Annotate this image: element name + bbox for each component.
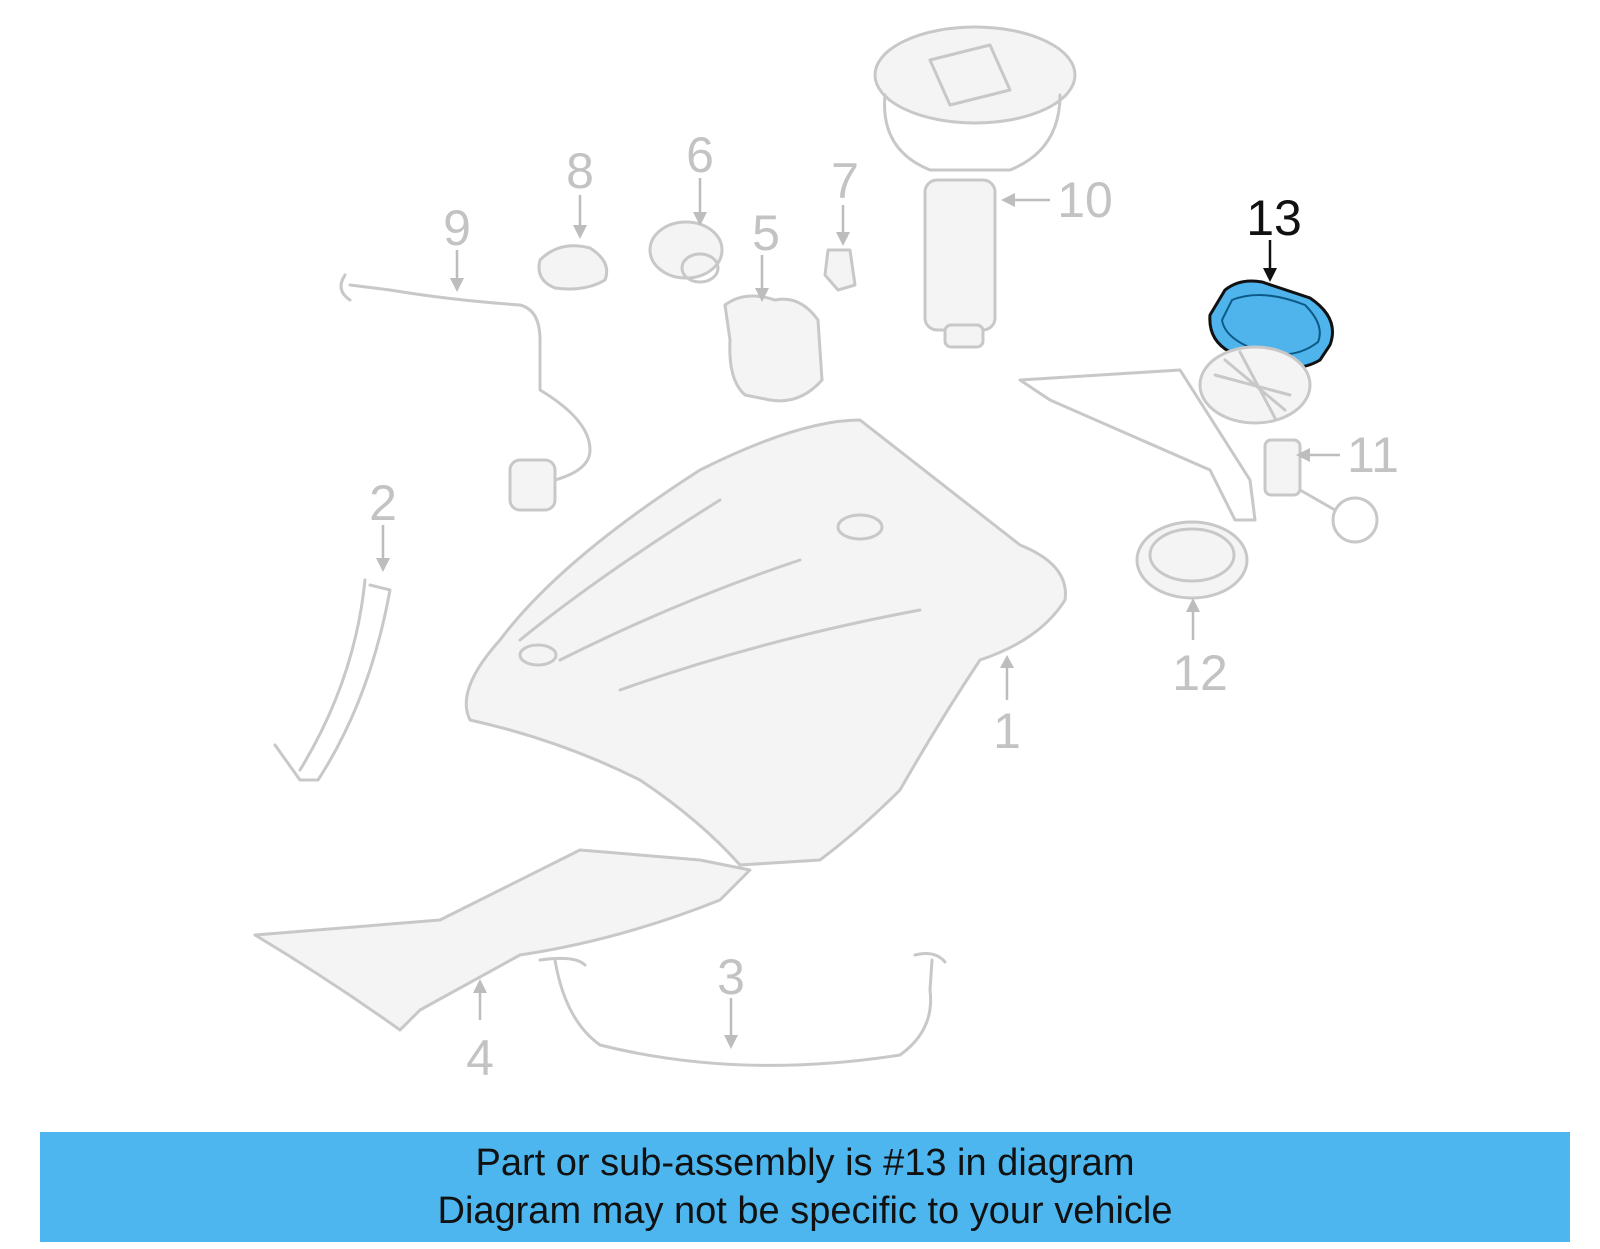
svg-text:6: 6 bbox=[686, 127, 714, 183]
callout-1: 1 bbox=[993, 655, 1021, 759]
part-8-cap bbox=[537, 244, 609, 291]
info-banner: Part or sub-assembly is #13 in diagram D… bbox=[40, 1132, 1570, 1242]
svg-text:4: 4 bbox=[466, 1030, 494, 1086]
callout-8: 8 bbox=[566, 143, 594, 239]
callout-12: 12 bbox=[1172, 598, 1228, 701]
svg-text:9: 9 bbox=[443, 200, 471, 256]
part-7-clip bbox=[823, 248, 857, 292]
banner-line-1: Part or sub-assembly is #13 in diagram bbox=[475, 1142, 1135, 1184]
part-3-strap bbox=[538, 952, 947, 1067]
svg-text:13: 13 bbox=[1246, 190, 1302, 246]
svg-text:2: 2 bbox=[369, 475, 397, 531]
svg-text:10: 10 bbox=[1057, 172, 1113, 228]
part-4-heat-shield bbox=[253, 848, 752, 1032]
part-13-gasket bbox=[1208, 279, 1334, 370]
svg-text:7: 7 bbox=[831, 153, 859, 209]
svg-text:1: 1 bbox=[993, 703, 1021, 759]
callout-7: 7 bbox=[831, 153, 859, 246]
callout-6: 6 bbox=[686, 127, 714, 226]
callout-9: 9 bbox=[443, 200, 471, 292]
callout-2: 2 bbox=[369, 475, 397, 572]
svg-text:3: 3 bbox=[717, 949, 745, 1005]
part-2-strap bbox=[273, 578, 392, 782]
callout-4: 4 bbox=[466, 979, 494, 1086]
callout-10: 10 bbox=[1001, 172, 1113, 228]
callout-3: 3 bbox=[717, 949, 745, 1049]
part-9-vent-line bbox=[339, 273, 592, 512]
part-11-sending-unit bbox=[1018, 345, 1379, 544]
banner-line-2: Diagram may not be specific to your vehi… bbox=[437, 1190, 1173, 1232]
svg-text:12: 12 bbox=[1172, 645, 1228, 701]
part-6-filler-cap bbox=[648, 220, 724, 284]
callout-5: 5 bbox=[752, 205, 780, 302]
svg-text:5: 5 bbox=[752, 205, 780, 261]
svg-text:8: 8 bbox=[566, 143, 594, 199]
part-12-ring bbox=[1135, 520, 1249, 600]
callout-13: 13 bbox=[1246, 190, 1302, 282]
svg-text:11: 11 bbox=[1347, 427, 1399, 483]
parts-diagram: 1 2 3 4 5 6 7 8 9 10 bbox=[253, 25, 1399, 1086]
part-5-filler-neck bbox=[723, 294, 824, 403]
callout-11: 11 bbox=[1296, 427, 1399, 483]
part-1-fuel-tank bbox=[464, 418, 1067, 867]
part-10-fuel-pump bbox=[873, 25, 1077, 349]
